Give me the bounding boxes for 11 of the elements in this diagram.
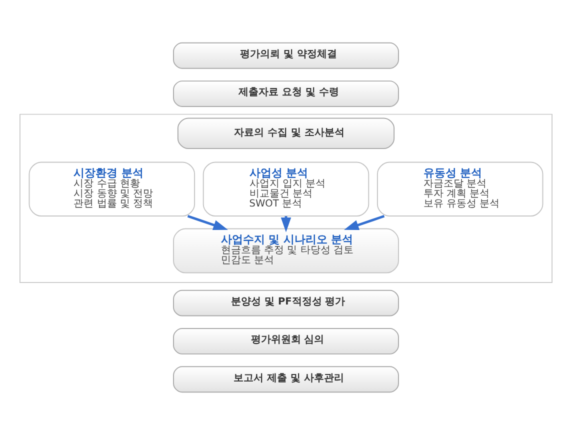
node-box: 분양성 및 PF적정성 평가	[173, 290, 399, 316]
node-box: 평가의뢰 및 약정체결	[173, 42, 399, 69]
arrow	[344, 214, 385, 230]
node-box: 사업성 분석 사업지 입지 분석 비교물건 분석 SWOT 분석	[202, 162, 370, 217]
node-box: 유동성 분석 자금조달 분석 투자 계획 분석 보유 유동성 분석	[376, 162, 544, 217]
node-box: 사업수지 및 시나리오 분석 현금흐름 추정 및 타당성 검토 민감도 분석	[173, 228, 399, 274]
node-box: 시장환경 분석 시장 수급 현황 시장 동향 및 전망 관련 법률 및 정책	[28, 162, 196, 217]
arrow	[187, 214, 228, 230]
node-box: 보고서 제출 및 사후관리	[173, 366, 399, 393]
node-box: 제출자료 요청 및 수령	[173, 80, 399, 107]
node-box: 평가위원회 심의	[173, 328, 399, 354]
